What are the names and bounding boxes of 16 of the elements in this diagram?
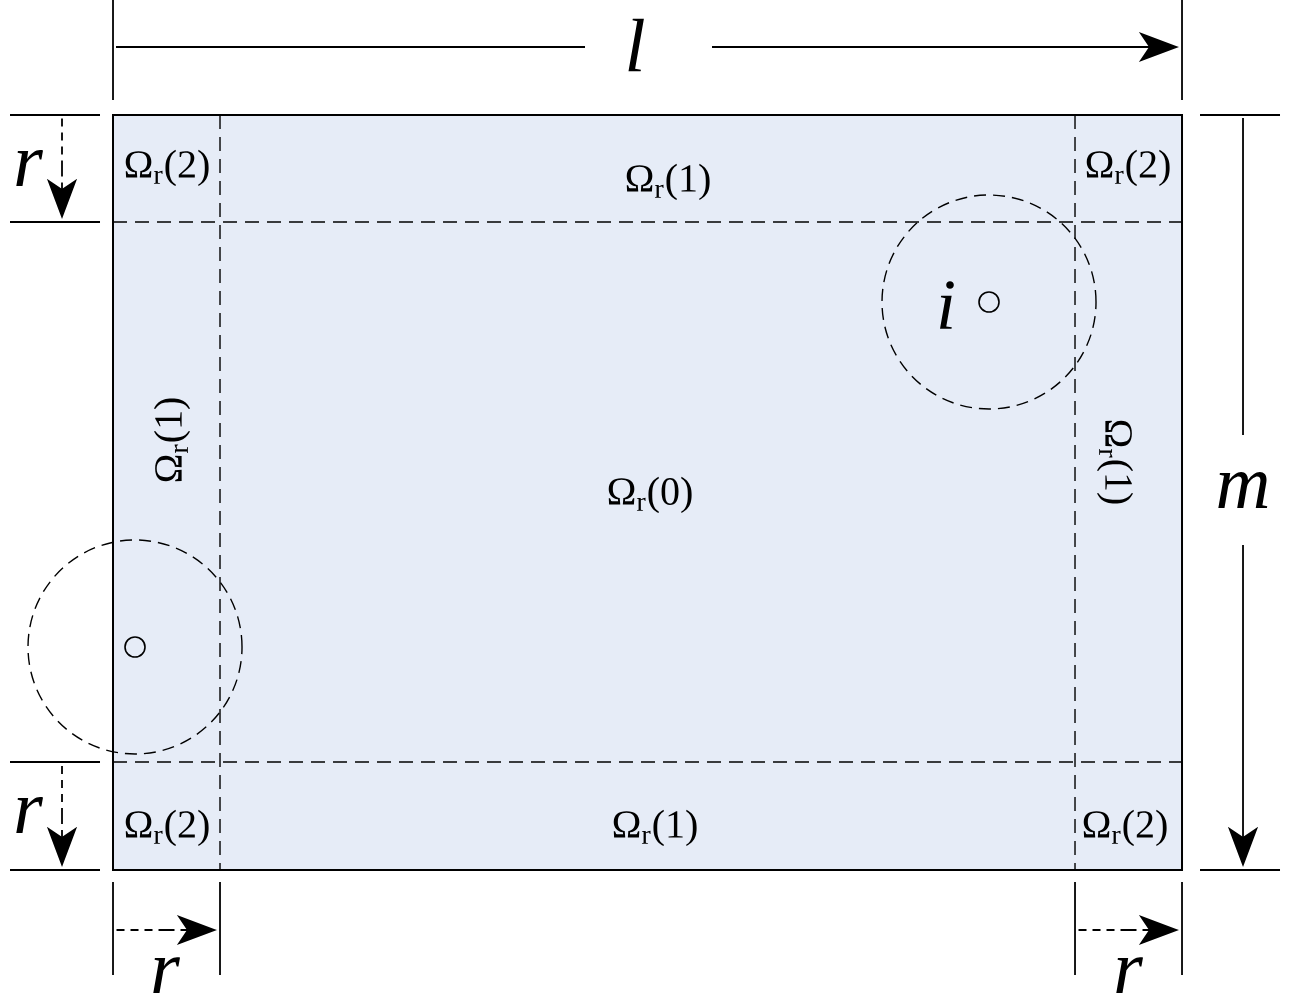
region-label: Ω$_{r}$(2) — [125, 149, 209, 187]
region-label: Ω$_{r}$(1) — [153, 398, 191, 482]
region-label: Ω$_{r}$(1) — [613, 809, 697, 847]
dimension-label: m — [1218, 472, 1268, 508]
region-label: Ω$_{r}$(2) — [125, 809, 209, 847]
point-label: i — [940, 281, 954, 329]
region-label: Ω$_{r}$(2) — [1086, 149, 1170, 187]
dimension-label: r — [1116, 957, 1143, 993]
dimension-label: r — [153, 957, 180, 993]
region-label: Ω$_{r}$(1) — [626, 163, 710, 201]
region-label: Ω$_{r}$(2) — [1083, 809, 1167, 847]
dimension-label: r — [16, 797, 43, 833]
region-label: Ω$_{r}$(1) — [1096, 420, 1134, 504]
region-label: Ω$_{r}$(0) — [608, 476, 692, 514]
dimension-label: r — [16, 150, 43, 186]
dimension-label: l — [628, 18, 644, 72]
